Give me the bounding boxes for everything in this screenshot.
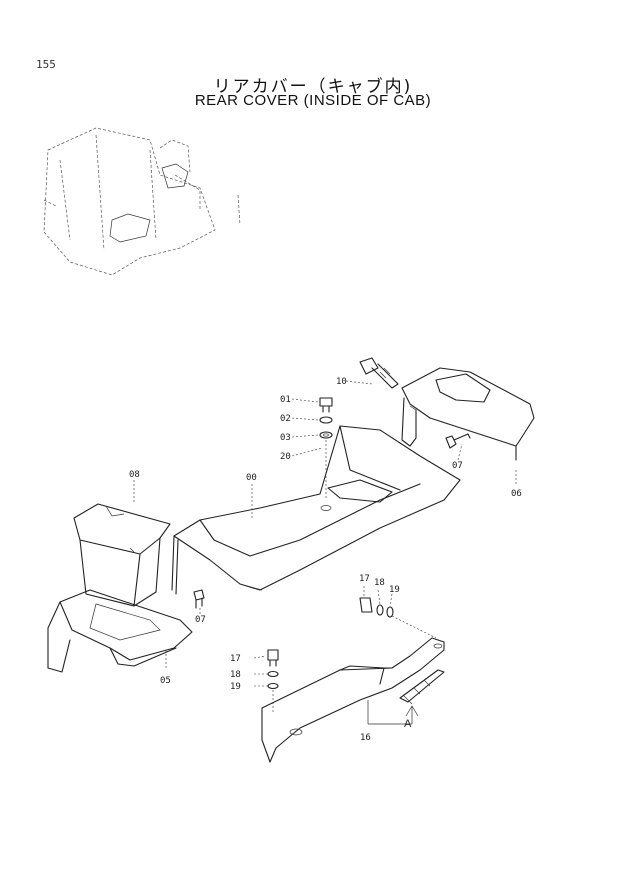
callout-07-lower: 07 xyxy=(195,615,206,625)
bolt-10 xyxy=(359,357,399,389)
leader-lines xyxy=(133,380,517,725)
rear-cover-00 xyxy=(171,425,461,595)
callout-02: 02 xyxy=(280,414,291,424)
title-english: REAR COVER (INSIDE OF CAB) xyxy=(194,92,432,109)
callout-18-upper: 18 xyxy=(374,578,385,588)
bolt-stack-01-03 xyxy=(319,397,333,500)
page-number: 155 xyxy=(36,58,56,71)
callout-a: A xyxy=(404,718,412,730)
callout-16: 16 xyxy=(360,733,371,743)
bolt-07-upper xyxy=(445,433,471,449)
title-japanese: リアカバー（キャブ内) xyxy=(213,77,413,97)
callout-20: 20 xyxy=(280,452,291,462)
bolt-stack-17-19-lower xyxy=(267,649,279,712)
bracket-06 xyxy=(401,367,535,461)
callout-17-lower: 17 xyxy=(230,654,241,664)
callout-18-lower: 18 xyxy=(230,670,241,680)
callout-03: 03 xyxy=(280,433,291,443)
cab-locator-sketch xyxy=(43,127,241,276)
bolt-stack-17-19-upper xyxy=(359,597,437,639)
bracket-plate-16 xyxy=(261,637,445,763)
callout-07-upper: 07 xyxy=(452,461,463,471)
callout-19-upper: 19 xyxy=(389,585,400,595)
callout-05: 05 xyxy=(160,676,171,686)
bolt-07-lower xyxy=(193,589,205,609)
callout-00: 00 xyxy=(246,473,257,483)
callout-19-lower: 19 xyxy=(230,682,241,692)
storage-box-08 xyxy=(73,503,171,607)
strap-a xyxy=(399,669,445,705)
bracket-05 xyxy=(47,589,193,673)
callout-06: 06 xyxy=(511,489,522,499)
callout-08: 08 xyxy=(129,470,140,480)
callout-10: 10 xyxy=(336,377,347,387)
callout-17-upper: 17 xyxy=(359,574,370,584)
callout-01: 01 xyxy=(280,395,291,405)
